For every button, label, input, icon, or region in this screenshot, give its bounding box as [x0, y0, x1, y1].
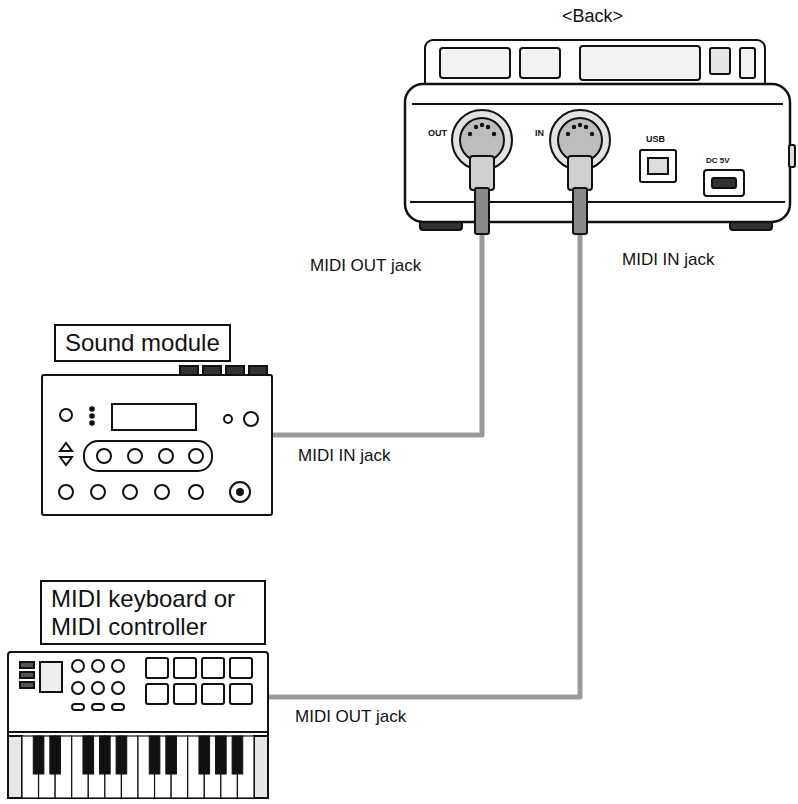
black-key: [232, 736, 243, 774]
black-key: [116, 736, 127, 774]
black-key: [149, 736, 160, 774]
sound-module: Sound module: [40, 322, 273, 517]
black-key: [33, 736, 44, 774]
port-label: OUT: [428, 128, 447, 138]
midi-interface: <Back> OUT IN USB DC 5V: [400, 4, 794, 235]
black-key: [83, 736, 94, 774]
black-key: [50, 736, 61, 774]
sound-module: [42, 366, 272, 515]
port-label: USB: [646, 134, 665, 144]
black-key: [199, 736, 210, 774]
piano-keys: [22, 736, 254, 798]
black-key: [100, 736, 111, 774]
black-key: [166, 736, 177, 774]
midi-cable: [269, 235, 580, 697]
black-key: [216, 736, 227, 774]
midi-keyboard: [8, 652, 268, 798]
device-heading: Sound module: [54, 324, 231, 362]
port-label: IN: [535, 128, 544, 138]
midi-keyboard: MIDI keyboard or MIDI controller: [4, 578, 269, 800]
midi-cable: [273, 235, 482, 435]
device-heading: MIDI keyboard or MIDI controller: [40, 580, 266, 645]
view-heading: <Back>: [562, 6, 623, 27]
jack-label: MIDI IN jack: [298, 446, 391, 466]
jack-label: MIDI IN jack: [622, 250, 715, 270]
midi-interface: [405, 40, 795, 234]
jack-label: MIDI OUT jack: [310, 256, 421, 276]
port-label: DC 5V: [706, 156, 730, 165]
jack-label: MIDI OUT jack: [295, 707, 406, 727]
